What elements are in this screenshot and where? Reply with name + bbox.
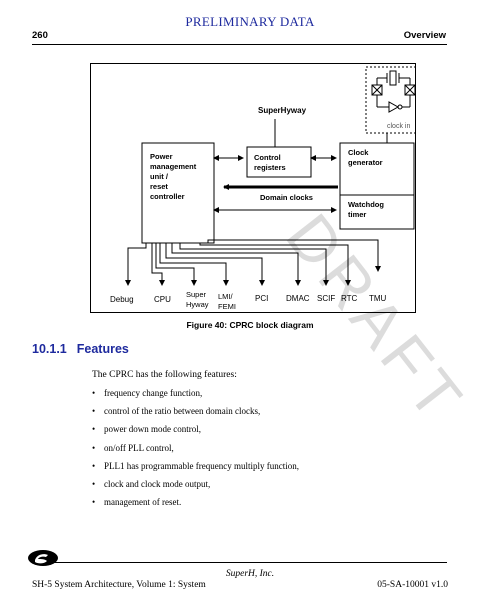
- superhyway-out-line: [155, 243, 197, 286]
- bullet-icon: •: [92, 388, 96, 398]
- control-registers-box: [246, 146, 312, 178]
- output-cpu: CPU: [154, 295, 171, 304]
- superhyway-label: SuperHyway: [258, 106, 307, 115]
- feature-item: • power down mode control,: [92, 420, 299, 438]
- cprc-block-diagram: clock in SuperHyway Power management uni…: [90, 63, 416, 313]
- bullet-icon: •: [92, 442, 96, 453]
- header-rule: [32, 44, 447, 45]
- watchdog-box-line: timer: [348, 210, 366, 219]
- crystal-oscillator-icon: [365, 66, 416, 134]
- feature-item: • on/off PLL control,: [92, 439, 299, 457]
- superh-logo-icon: [26, 547, 60, 569]
- pci-line: [165, 243, 265, 286]
- debug-line: [125, 243, 147, 286]
- lmi-line: [159, 243, 229, 286]
- bullet-icon: •: [92, 497, 96, 508]
- feature-text: frequency change function,: [104, 388, 203, 398]
- feature-text: clock and clock mode output,: [104, 478, 211, 489]
- feature-item: • PLL1 has programmable frequency multipl…: [92, 457, 299, 475]
- watchdog-timer-box: [339, 194, 415, 230]
- output-pci: PCI: [255, 294, 268, 303]
- power-box-line: Power: [150, 152, 173, 161]
- feature-item: • frequency change function,: [92, 384, 299, 402]
- cpu-line: [151, 243, 165, 286]
- output-scif: SCIF: [317, 294, 335, 303]
- domain-clocks-label: Domain clocks: [260, 193, 313, 202]
- output-debug: Debug: [110, 295, 134, 304]
- feature-text: control of the ratio between domain cloc…: [104, 406, 261, 417]
- dmac-line: [171, 243, 301, 286]
- control-box-line: Control: [254, 153, 281, 162]
- power-box-line: reset: [150, 182, 168, 191]
- clock-in-label: clock in: [387, 123, 410, 130]
- bullet-icon: •: [92, 406, 96, 417]
- feature-item: • management of reset.: [92, 493, 299, 511]
- section-heading: 10.1.1 Features: [32, 342, 129, 356]
- output-lmi: FEMI: [218, 302, 236, 311]
- clockgen-box-line: generator: [348, 158, 383, 167]
- footer-company: SuperH, Inc.: [225, 569, 275, 579]
- feature-text: power down mode control,: [104, 424, 201, 435]
- output-dmac: DMAC: [286, 294, 310, 303]
- control-box-line: registers: [254, 163, 286, 172]
- section-title: Features: [76, 342, 129, 356]
- footer-rule: [32, 562, 447, 563]
- clockgen-box-line: Clock: [348, 148, 369, 157]
- features-intro: The CPRC has the following features:: [92, 370, 237, 380]
- scif-line: [179, 243, 329, 286]
- tmu-line: [207, 239, 381, 272]
- section-number: 10.1.1: [32, 342, 67, 356]
- footer-document-title: SH-5 System Architecture, Volume 1: Syst…: [32, 580, 206, 590]
- rtc-line: [199, 243, 351, 286]
- figure-frame: [90, 63, 416, 313]
- feature-text: on/off PLL control,: [104, 442, 174, 453]
- page-number: 260: [32, 30, 48, 41]
- output-superhyway: Super: [186, 290, 207, 299]
- power-management-unit-box: [141, 142, 215, 244]
- power-box-line: unit /: [150, 172, 169, 181]
- feature-item: • control of the ratio between domain clo…: [92, 402, 299, 420]
- output-superhyway: Hyway: [186, 300, 209, 309]
- running-section-title: Overview: [403, 30, 446, 41]
- features-list: • frequency change function, • control of …: [92, 384, 299, 511]
- watchdog-box-line: Watchdog: [348, 200, 384, 209]
- feature-item: • clock and clock mode output,: [92, 475, 299, 493]
- preliminary-banner: PRELIMINARY DATA: [185, 14, 315, 29]
- power-box-line: management: [150, 162, 197, 171]
- feature-text: PLL1 has programmable frequency multiply…: [104, 460, 299, 471]
- bullet-icon: •: [92, 478, 96, 489]
- footer-version: 05-SA-10001 v1.0: [377, 580, 448, 590]
- figure-caption: Figure 40: CPRC block diagram: [186, 320, 314, 330]
- output-rtc: RTC: [341, 294, 358, 303]
- bullet-icon: •: [92, 460, 96, 471]
- output-tmu: TMU: [369, 294, 387, 303]
- feature-text: management of reset.: [104, 497, 182, 508]
- power-box-line: controller: [150, 192, 185, 201]
- bullet-icon: •: [92, 424, 96, 435]
- output-lmi: LMI/: [218, 292, 234, 301]
